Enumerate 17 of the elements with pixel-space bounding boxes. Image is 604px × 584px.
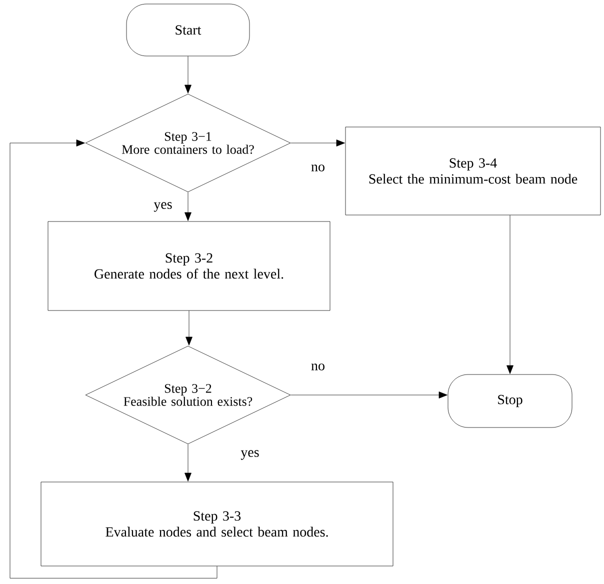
edge-label: no [310,362,326,372]
edge-label: yes [240,449,260,461]
process-box: Step 3-4 Select the minimum-cost beam node [345,126,601,216]
arrow [290,392,448,398]
process-box: Step 3-3 Evaluate nodes and select beam nodes. [40,482,394,566]
process-box: Step 3-2 Generate nodes of the next level. [48,221,330,311]
terminal-box: Stop [448,374,572,428]
arrow [506,215,514,374]
arrow [290,140,345,146]
terminal-box: Start [126,4,250,56]
arrow [186,310,192,346]
edge-label: yes [152,201,174,213]
arrow [184,56,192,94]
arrow [184,192,192,221]
arrow [184,444,192,482]
arrow [10,140,218,578]
edge-label: no [310,164,326,172]
